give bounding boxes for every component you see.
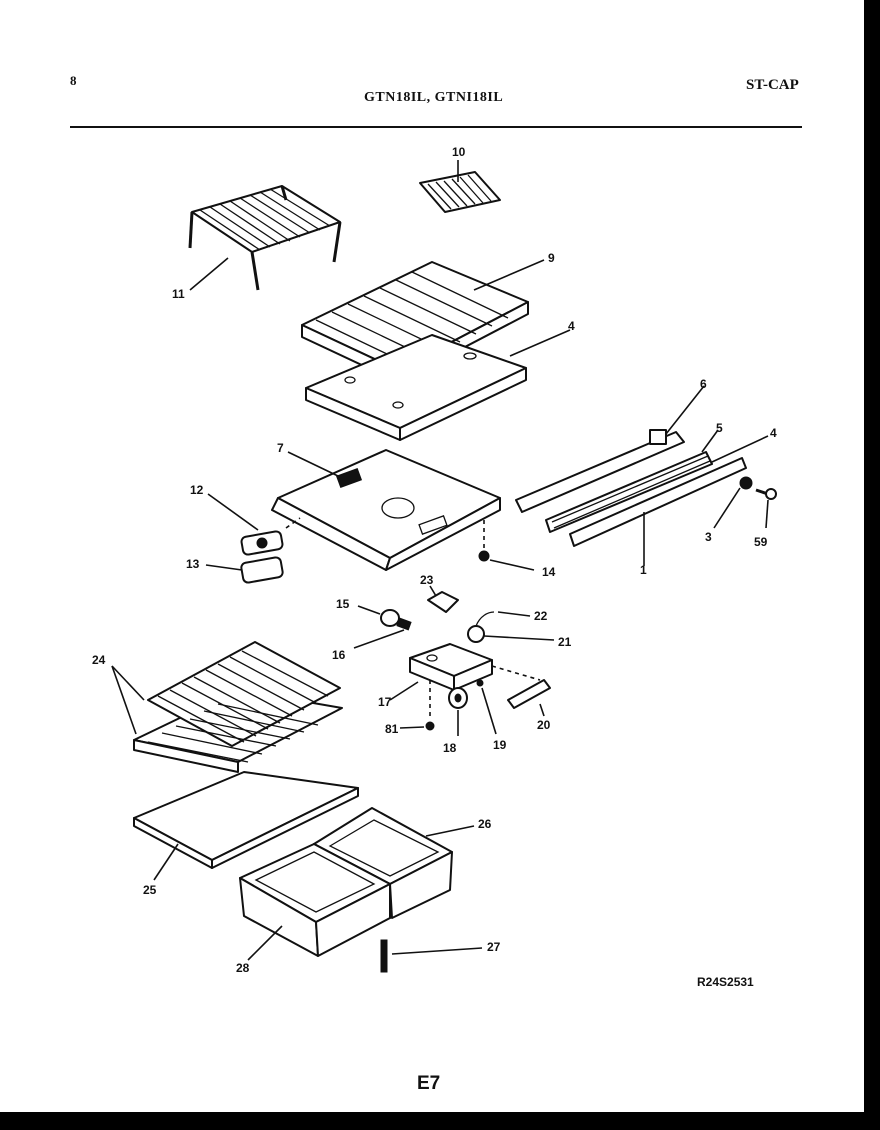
- part-25-crisper-cover: [133, 771, 359, 869]
- header-rule: [70, 126, 802, 128]
- part-3-washer: [739, 476, 753, 490]
- callout-26: 26: [478, 817, 492, 831]
- part-1-rail: [569, 457, 747, 547]
- callout-13: 13: [186, 557, 200, 571]
- callout-1: 1: [640, 563, 647, 577]
- callout-18: 18: [443, 741, 457, 755]
- part-10-grille: [419, 171, 501, 213]
- callout-6: 6: [700, 377, 707, 391]
- part-5-rail: [545, 451, 713, 533]
- part-19-screw: [476, 679, 484, 687]
- part-18-washer: [448, 687, 468, 709]
- diagram-code: R24S2531: [697, 975, 754, 989]
- callout-7: 7: [277, 441, 284, 455]
- callout-14: 14: [542, 565, 556, 579]
- part-13-clip: [240, 556, 284, 584]
- callout-15: 15: [336, 597, 350, 611]
- part-23-lamp-cover: [427, 591, 459, 613]
- part-12-clip: [240, 530, 284, 556]
- model-title: GTN18IL, GTNI18IL: [364, 90, 504, 105]
- part-17-housing: [409, 643, 493, 691]
- callout-10: 10: [452, 145, 466, 159]
- parts-sheet: 8 GTN18IL, GTNI18IL ST-CAP: [0, 0, 864, 1112]
- callout-19: 19: [493, 738, 507, 752]
- callout-9: 9: [548, 251, 555, 265]
- assembly-lines: [285, 517, 541, 720]
- callout-22: 22: [534, 609, 548, 623]
- callout-11: 11: [172, 287, 185, 301]
- page-number: 8: [70, 73, 77, 88]
- part-14-fastener: [478, 550, 490, 562]
- part-7-cover: [271, 449, 501, 571]
- callout-labels: 10 11 9 4 6 5 4 7 12 3 59 13 14 1 23 15 …: [92, 145, 777, 975]
- callout-81: 81: [385, 722, 399, 736]
- callout-3: 3: [705, 530, 712, 544]
- callout-4b: 4: [770, 426, 777, 440]
- part-8-shelf-frame: [305, 334, 527, 441]
- part-21-socket: [467, 611, 495, 643]
- part-15-bulb: [380, 609, 412, 631]
- part-11-wire-shelf: [188, 185, 342, 291]
- callout-5: 5: [716, 421, 723, 435]
- exploded-parts-diagram: 10 11 9 4 6 5 4 7 12 3 59 13 14 1 23 15 …: [92, 145, 777, 975]
- part-27-post: [380, 939, 388, 973]
- callout-17: 17: [378, 695, 392, 709]
- callout-4: 4: [568, 319, 575, 333]
- section-code: ST-CAP: [746, 77, 799, 93]
- callout-27: 27: [487, 940, 501, 954]
- page-label: E7: [417, 1073, 441, 1094]
- part-6-rail: [515, 429, 685, 513]
- callout-59: 59: [754, 535, 768, 549]
- callout-28: 28: [236, 961, 250, 975]
- callout-21: 21: [558, 635, 572, 649]
- callout-23: 23: [420, 573, 434, 587]
- callout-25: 25: [143, 883, 157, 897]
- callout-20: 20: [537, 718, 551, 732]
- callout-12: 12: [190, 483, 204, 497]
- part-28-crisper: [239, 843, 391, 957]
- leader-lines: [111, 160, 769, 961]
- callout-24: 24: [92, 653, 106, 667]
- callout-16: 16: [332, 648, 346, 662]
- part-24-shelves: [133, 641, 343, 773]
- part-20-switch: [507, 679, 551, 709]
- part-81-screw: [425, 721, 435, 731]
- part-59-screw: [755, 488, 777, 500]
